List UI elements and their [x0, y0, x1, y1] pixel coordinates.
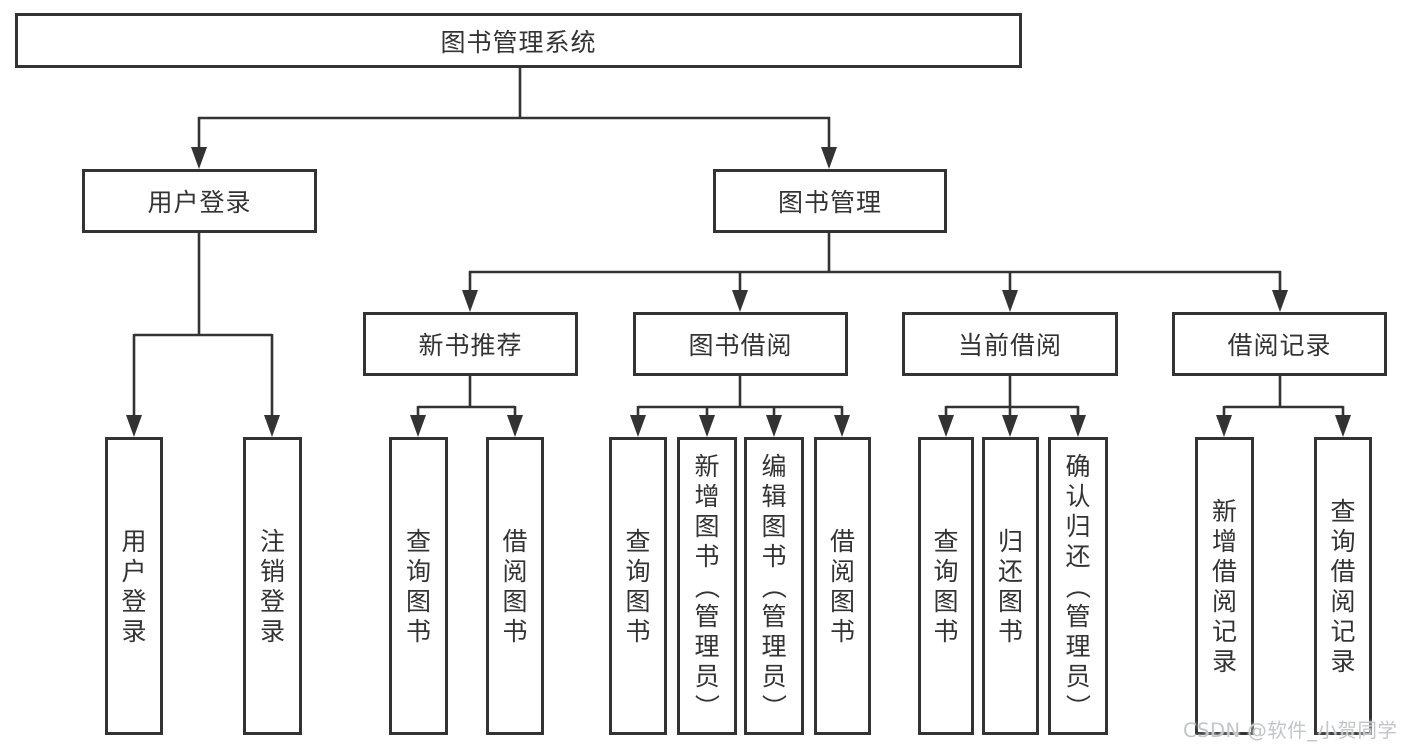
node-borrow-record: 借阅记录: [1172, 312, 1387, 376]
node-label: 图书管理: [777, 188, 882, 217]
node-user-login-action: 用户登录: [105, 437, 163, 735]
node-book-management: 图书管理: [713, 169, 947, 233]
node-borrow-book-recommend: 借阅图书: [486, 437, 544, 735]
node-label: 查询图书: [625, 526, 651, 646]
node-confirm-return-admin: 确认归还（管理员）: [1048, 437, 1108, 735]
node-add-book-admin: 新增图书（管理员）: [677, 437, 737, 735]
node-label: 当前借阅: [957, 331, 1062, 360]
node-library-management-system: 图书管理系统: [15, 13, 1022, 68]
node-label: 注销登录: [259, 526, 285, 646]
node-add-borrow-record: 新增借阅记录: [1195, 437, 1254, 735]
node-user-login: 用户登录: [82, 169, 317, 233]
node-label: 图书借阅: [688, 331, 793, 360]
node-label: 查询图书: [405, 526, 431, 646]
node-label: 借阅记录: [1227, 331, 1332, 360]
node-book-borrow: 图书借阅: [633, 312, 848, 376]
node-edit-book-admin: 编辑图书（管理员）: [744, 437, 804, 735]
watermark: CSDN @软件_小贺同学: [1183, 719, 1398, 742]
node-label: 用户登录: [121, 526, 147, 646]
node-current-borrow: 当前借阅: [902, 312, 1118, 376]
node-label: 图书管理系统: [440, 27, 597, 57]
node-label: 新增借阅记录: [1211, 496, 1237, 676]
node-label: 归还图书: [997, 526, 1023, 646]
node-query-book-current: 查询图书: [918, 437, 974, 735]
node-query-book-borrow: 查询图书: [609, 437, 667, 735]
node-label: 查询借阅记录: [1330, 496, 1356, 676]
node-label: 用户登录: [147, 188, 252, 217]
node-label: 新增图书（管理员）: [692, 451, 722, 719]
node-return-book: 归还图书: [982, 437, 1039, 735]
node-label: 编辑图书（管理员）: [759, 451, 789, 719]
node-query-book-recommend: 查询图书: [389, 437, 448, 735]
node-label: 借阅图书: [829, 526, 855, 646]
node-logout-action: 注销登录: [243, 437, 302, 735]
node-label: 新书推荐: [418, 331, 523, 360]
node-new-book-recommend: 新书推荐: [363, 312, 578, 376]
node-label: 确认归还（管理员）: [1063, 451, 1093, 719]
node-label: 借阅图书: [502, 526, 528, 646]
node-borrow-book-borrow: 借阅图书: [814, 437, 871, 735]
node-query-borrow-record: 查询借阅记录: [1314, 437, 1372, 735]
node-label: 查询图书: [933, 526, 959, 646]
